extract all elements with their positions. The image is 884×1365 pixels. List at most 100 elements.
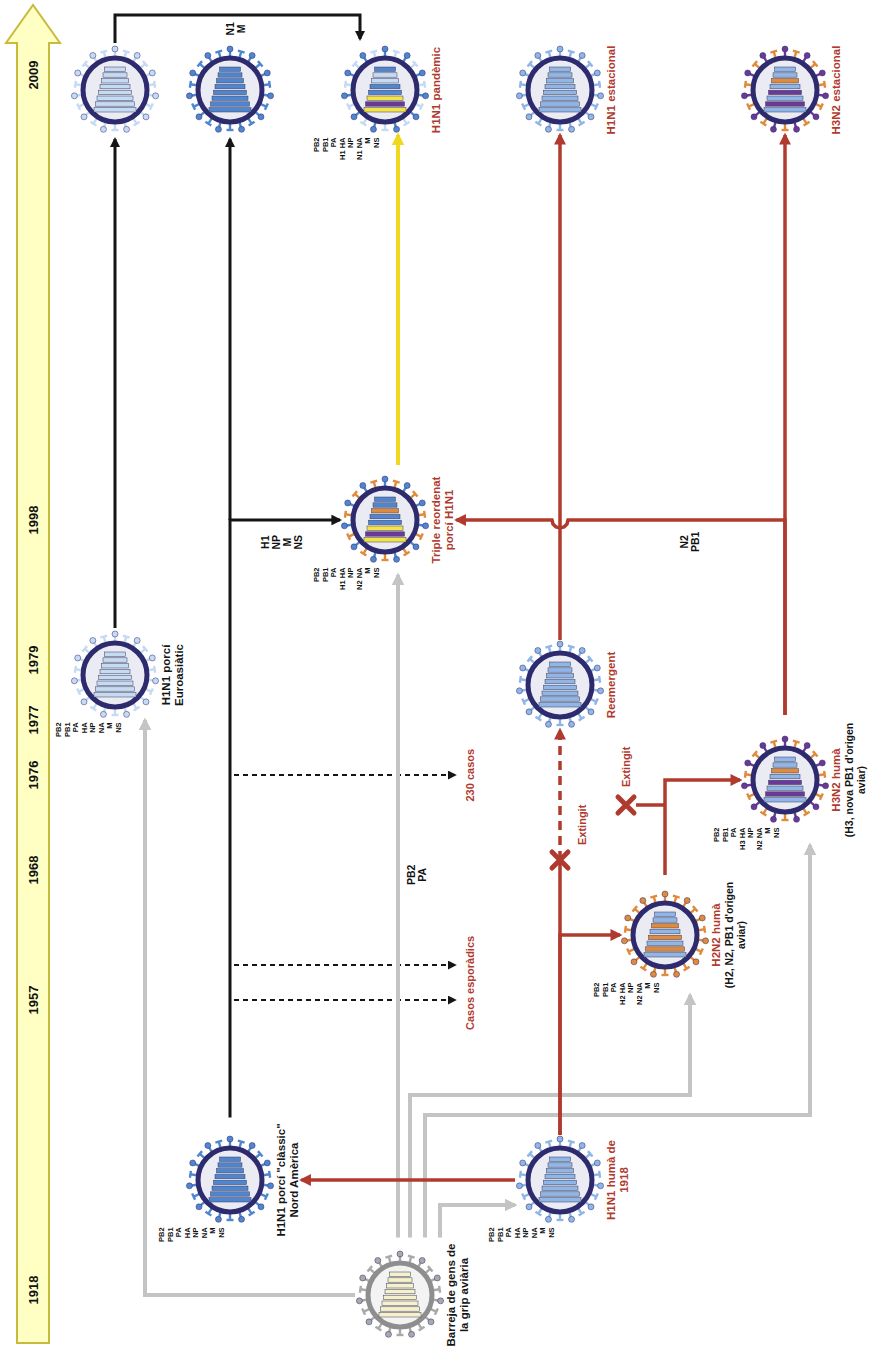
neuraminidase-spike [820, 103, 823, 109]
virus-picture [341, 46, 428, 132]
hemagglutinin-knob [249, 1143, 255, 1149]
virus-node: PB2PB1PAHANPNAMNSH1N1 porcí "clàssic" No… [185, 1118, 301, 1243]
event-label: Casos esporàdics [464, 936, 476, 1030]
gene-segment [100, 669, 130, 673]
neuraminidase-spike [258, 61, 263, 66]
hemagglutinin-knob [134, 638, 140, 644]
neuraminidase-spike [192, 1193, 195, 1199]
hemagglutinin-knob [745, 70, 751, 76]
hemagglutinin-knob [640, 898, 646, 904]
neuraminidase-spike [527, 1151, 532, 1156]
neuraminidase-spike [77, 103, 80, 109]
gene-segment [214, 1180, 247, 1184]
gene-segment [214, 90, 247, 94]
gene-segment [209, 108, 251, 112]
neuraminidase-spike [413, 61, 418, 66]
hemagglutinin-knob [419, 1258, 425, 1264]
gene-label: NP [347, 567, 356, 590]
extinct-cross [618, 797, 634, 813]
gene-segment [764, 798, 806, 802]
lineage-connector [396, 135, 400, 465]
hemagglutinin-knob [535, 1143, 541, 1149]
gene-segment [541, 102, 580, 106]
hemagglutinin-knob [356, 1298, 362, 1304]
gene-label: PB2 [488, 1227, 497, 1242]
gene-segment [381, 1307, 420, 1311]
hemagglutinin-knob [428, 1319, 434, 1325]
neuraminidase-spike [598, 1171, 601, 1178]
virus-shape [340, 475, 430, 565]
neuraminidase-spike [74, 666, 77, 673]
hemagglutinin-knob [516, 1183, 522, 1189]
gene-label: M [539, 1227, 548, 1242]
neuraminidase-spike [650, 896, 657, 898]
gene-segment [542, 691, 578, 695]
virus-node: Reemergent [515, 640, 618, 730]
gene-segment [373, 503, 397, 507]
gene-label: PA [330, 567, 339, 590]
lineage-connector [665, 780, 740, 875]
virus-shape [70, 630, 160, 720]
hemagglutinin-knob [745, 760, 751, 766]
gene-segment [644, 953, 686, 957]
neuraminidase-spike [192, 103, 195, 109]
gene-label: M [764, 827, 773, 850]
gene-segment [384, 1295, 417, 1299]
hemagglutinin-knob [760, 743, 766, 749]
gene-label: HA [514, 1227, 523, 1242]
neuraminidase-spike [624, 926, 627, 933]
gene-label: NS [373, 567, 382, 590]
gene-label: H1 HA [339, 137, 348, 160]
hemagglutinin-knob [71, 93, 77, 99]
neuraminidase-spike [82, 646, 87, 651]
gene-segment [212, 1186, 248, 1190]
segment-label: PB2 PA [405, 863, 429, 887]
year-label: 2009 [26, 61, 41, 90]
hemagglutinin-knob [205, 53, 211, 59]
neuraminidase-spike [557, 129, 564, 131]
neuraminidase-spike [684, 967, 690, 971]
gene-segment [545, 1174, 575, 1178]
hemagglutinin-knob [351, 114, 357, 120]
gene-label: N1 NA [356, 137, 365, 160]
hemagglutinin-knob [557, 641, 563, 647]
hemagglutinin-knob [699, 915, 705, 921]
gene-segment [367, 96, 403, 100]
gene-label: PB2 [313, 567, 322, 590]
virus-shape [515, 45, 605, 135]
neuraminidase-spike [367, 1266, 372, 1271]
neuraminidase-spike [382, 129, 389, 131]
virus-shape [515, 1135, 605, 1225]
gene-segment [548, 1163, 572, 1167]
hemagglutinin-knob [90, 638, 96, 644]
virus-picture [71, 46, 158, 132]
hemagglutinin-knob [124, 126, 130, 132]
hemagglutinin-knob [770, 126, 776, 132]
neuraminidase-spike [428, 1266, 433, 1271]
gene-segment [96, 102, 135, 106]
neuraminidase-spike [793, 741, 800, 743]
virus-name: H1N1 humà de 1918 [605, 1140, 631, 1220]
neuraminidase-spike [419, 1327, 425, 1331]
extinct-label: Extingit [576, 805, 588, 845]
neuraminidase-spike [557, 1219, 564, 1221]
neuraminidase-spike [595, 698, 598, 704]
gene-segment [548, 73, 572, 77]
gene-segment [103, 658, 127, 662]
gene-segment [369, 520, 402, 524]
neuraminidase-spike [535, 122, 541, 126]
neuraminidase-spike [265, 103, 268, 109]
neuraminidase-spike [375, 1327, 381, 1331]
neuraminidase-spike [588, 656, 593, 661]
hemagglutinin-knob [205, 1143, 211, 1149]
neuraminidase-spike [404, 552, 410, 556]
gene-label: M [209, 1227, 218, 1242]
gene-label: N2 NA [356, 567, 365, 590]
gene-list: PB2PB1PAHANPNAMNS [488, 1227, 556, 1242]
gene-segment [212, 96, 248, 100]
neuraminidase-spike [420, 533, 423, 539]
gene-label: PB1 [497, 1227, 506, 1242]
gene-label: H2 HA [619, 982, 628, 1005]
virus-name: H1N1 pandèmic [430, 47, 443, 133]
hemagglutinin-knob [149, 70, 155, 76]
